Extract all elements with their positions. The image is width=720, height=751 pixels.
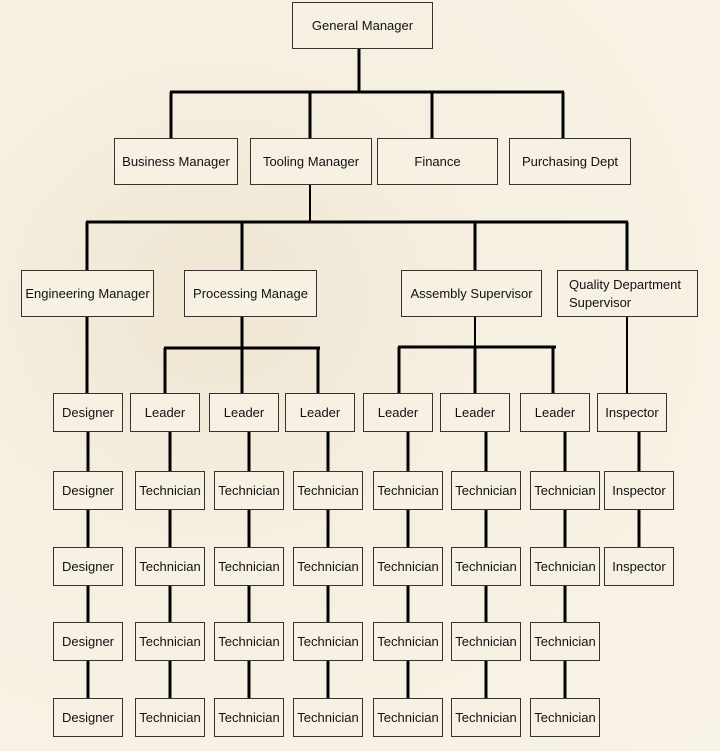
node-technician: Technician	[135, 547, 205, 586]
node-technician: Technician	[293, 471, 363, 510]
node-designer: Designer	[53, 622, 123, 661]
node-technician-label: Technician	[455, 483, 517, 498]
node-technician: Technician	[530, 698, 600, 737]
node-designer-label: Designer	[61, 483, 115, 498]
node-technician: Technician	[214, 622, 284, 661]
node-level3: Engineering Manager	[21, 270, 154, 317]
node-technician: Technician	[135, 698, 205, 737]
node-level3: Assembly Supervisor	[401, 270, 542, 317]
node-technician-label: Technician	[534, 710, 596, 725]
node-technician-label: Technician	[297, 710, 359, 725]
node-technician: Technician	[214, 547, 284, 586]
node-technician-label: Technician	[297, 559, 359, 574]
node-technician-label: Technician	[534, 483, 596, 498]
node-level3-label: Engineering Manager	[25, 286, 150, 301]
node-inspector-label: Inspector	[612, 483, 666, 498]
node-technician: Technician	[451, 547, 521, 586]
node-designer-label: Designer	[61, 559, 115, 574]
node-technician: Technician	[135, 471, 205, 510]
node-technician: Technician	[530, 547, 600, 586]
node-technician: Technician	[293, 622, 363, 661]
node-leader: Leader	[363, 393, 433, 432]
node-leader-label: Leader	[454, 405, 496, 420]
node-technician: Technician	[293, 698, 363, 737]
node-technician-label: Technician	[218, 559, 280, 574]
node-leader: Leader	[440, 393, 510, 432]
node-inspector-label: Inspector	[605, 405, 659, 420]
node-designer: Designer	[53, 698, 123, 737]
node-technician-label: Technician	[139, 710, 201, 725]
node-technician-label: Technician	[139, 634, 201, 649]
node-leader-label: Leader	[144, 405, 186, 420]
node-level3-label: Processing Manage	[193, 286, 308, 301]
node-inspector: Inspector	[604, 547, 674, 586]
node-technician: Technician	[530, 622, 600, 661]
node-level3-label: Quality Department Supervisor	[569, 276, 681, 310]
node-technician-label: Technician	[218, 710, 280, 725]
node-technician-label: Technician	[218, 483, 280, 498]
node-technician: Technician	[373, 471, 443, 510]
node-leader-label: Leader	[299, 405, 341, 420]
node-designer-label: Designer	[61, 634, 115, 649]
node-technician: Technician	[373, 547, 443, 586]
node-technician-label: Technician	[534, 634, 596, 649]
node-level2-label: Finance	[414, 154, 461, 169]
node-inspector: Inspector	[597, 393, 667, 432]
node-technician: Technician	[135, 622, 205, 661]
node-technician: Technician	[214, 471, 284, 510]
node-technician: Technician	[451, 622, 521, 661]
node-level2: Business Manager	[114, 138, 238, 185]
node-technician-label: Technician	[455, 710, 517, 725]
node-technician-label: Technician	[139, 559, 201, 574]
node-technician-label: Technician	[455, 634, 517, 649]
node-level3: Processing Manage	[184, 270, 317, 317]
node-technician-label: Technician	[377, 559, 439, 574]
node-level2-label: Purchasing Dept	[521, 154, 619, 169]
node-leader-label: Leader	[223, 405, 265, 420]
node-leader-label: Leader	[377, 405, 419, 420]
node-technician: Technician	[214, 698, 284, 737]
node-technician-label: Technician	[534, 559, 596, 574]
node-level2-label: Tooling Manager	[262, 154, 360, 169]
node-designer-label: Designer	[61, 710, 115, 725]
node-general-manager: General Manager	[292, 2, 433, 49]
node-technician: Technician	[293, 547, 363, 586]
node-leader: Leader	[209, 393, 279, 432]
node-level3-label: Assembly Supervisor	[410, 286, 533, 301]
node-technician-label: Technician	[297, 634, 359, 649]
node-general-manager-label: General Manager	[311, 18, 414, 33]
node-technician-label: Technician	[377, 483, 439, 498]
node-designer: Designer	[53, 547, 123, 586]
node-level2-label: Business Manager	[122, 154, 230, 169]
node-level2: Purchasing Dept	[509, 138, 631, 185]
node-level2: Tooling Manager	[250, 138, 372, 185]
node-leader: Leader	[520, 393, 590, 432]
node-technician-label: Technician	[218, 634, 280, 649]
node-leader-label: Leader	[534, 405, 576, 420]
node-designer: Designer	[53, 471, 123, 510]
node-designer: Designer	[53, 393, 123, 432]
node-technician-label: Technician	[377, 710, 439, 725]
node-inspector-label: Inspector	[612, 559, 666, 574]
node-inspector: Inspector	[604, 471, 674, 510]
node-level2: Finance	[377, 138, 498, 185]
node-technician-label: Technician	[139, 483, 201, 498]
node-technician: Technician	[373, 622, 443, 661]
node-technician-label: Technician	[455, 559, 517, 574]
node-level3: Quality Department Supervisor	[557, 270, 698, 317]
node-technician: Technician	[530, 471, 600, 510]
node-leader: Leader	[130, 393, 200, 432]
node-technician: Technician	[451, 698, 521, 737]
node-technician: Technician	[451, 471, 521, 510]
node-designer-label: Designer	[61, 405, 115, 420]
node-leader: Leader	[285, 393, 355, 432]
node-technician-label: Technician	[377, 634, 439, 649]
node-technician-label: Technician	[297, 483, 359, 498]
node-technician: Technician	[373, 698, 443, 737]
